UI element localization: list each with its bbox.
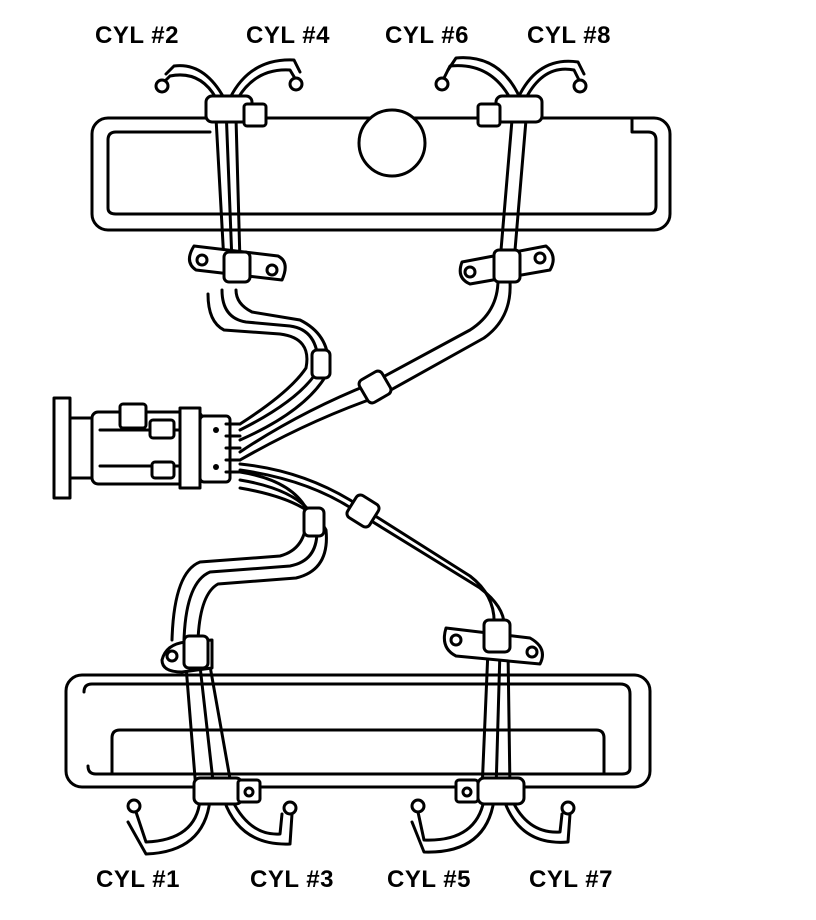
label-cyl-8: CYL #8 [527,22,611,49]
line-clamp-icon [482,618,512,654]
fuel-lines-cyl-5-7 [238,462,576,854]
line-sleeve-icon [357,369,393,405]
fuel-lines-cyl-1-3 [126,470,328,856]
injector-nozzle-icon [288,76,304,92]
label-cyl-3: CYL #3 [250,866,334,893]
line-sleeve-icon [302,506,326,538]
line-sleeve-icon [345,493,381,529]
injector-nozzle-icon [572,78,588,94]
injector-nozzle-icon [126,798,142,814]
label-cyl-2: CYL #2 [95,22,179,49]
label-cyl-5: CYL #5 [387,866,471,893]
line-clamp-icon [192,776,244,806]
injector-nozzle-icon [154,78,170,94]
oil-filler-cap-icon [357,108,427,178]
line-clamp-icon [182,634,210,670]
line-sleeve-icon [310,348,332,380]
injector-nozzle-icon [410,798,426,814]
injection-pump [52,396,242,500]
line-clamp-icon [222,250,252,284]
label-cyl-7: CYL #7 [529,866,613,893]
label-cyl-4: CYL #4 [246,22,330,49]
injector-nozzle-icon [560,800,576,816]
fuel-lines-cyl-2-4 [154,58,332,442]
line-clamp-icon [476,776,526,806]
label-cyl-1: CYL #1 [96,866,180,893]
fuel-lines-cyl-6-8 [238,56,588,462]
injector-nozzle-icon [434,76,450,92]
line-clamp-icon [494,94,544,124]
injector-nozzle-icon [282,800,298,816]
bottom-valve-cover [64,673,652,789]
label-cyl-6: CYL #6 [385,22,469,49]
line-clamp-icon [492,248,522,284]
top-valve-cover [90,108,672,232]
